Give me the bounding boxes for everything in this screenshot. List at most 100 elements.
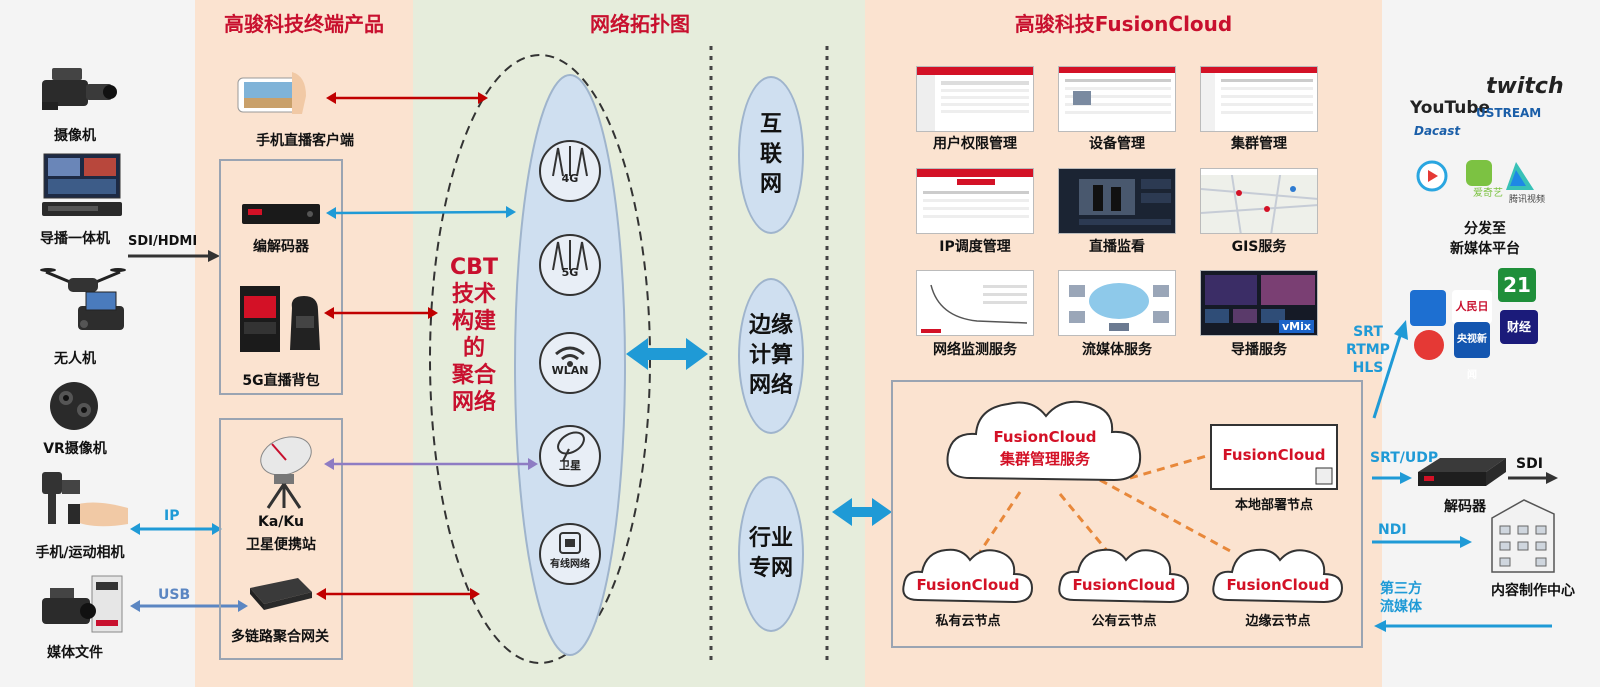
gateway-icon <box>250 578 312 610</box>
network-title: 网络拓扑图 <box>590 12 690 36</box>
backpack-icon <box>240 286 320 352</box>
network-edge-line-2: 计算 <box>748 343 793 368</box>
ip-label: IP <box>164 508 180 524</box>
source-label-switcher: 导播一体机 <box>40 231 110 247</box>
network-industry-line-2: 专网 <box>748 556 793 581</box>
usb-label: USB <box>158 587 191 603</box>
service-label-streaming: 流媒体服务 <box>1082 342 1152 358</box>
terminal-group-box-1 <box>219 159 343 395</box>
logo-ustream: USTREAM <box>1476 106 1542 120</box>
cbt-line-1: CBT <box>450 255 498 280</box>
network-internet-line-3: 网 <box>759 172 782 197</box>
cbt-line-6: 网络 <box>451 390 496 415</box>
sdi-hdmi-label: SDI/HDMI <box>128 234 198 249</box>
distribute-label-2: 新媒体平台 <box>1450 241 1520 257</box>
protocol-label-hls: HLS <box>1352 360 1384 376</box>
decoder-device-icon <box>1418 458 1506 486</box>
cloud-local-name: FusionCloud <box>1222 446 1326 464</box>
cloud-node-edge-name: FusionCloud <box>1226 576 1330 594</box>
service-label-gis: GIS服务 <box>1231 239 1287 255</box>
satellite-station-icon <box>260 436 312 509</box>
distribute-label-1: 分发至 <box>1464 221 1506 237</box>
vr-camera-icon <box>50 382 98 430</box>
logo-youtube: YouTube <box>1410 98 1490 118</box>
cloud-node-public-name: FusionCloud <box>1072 576 1176 594</box>
service-label-live-monitoring: 直播监看 <box>1089 239 1145 255</box>
thumb-director-service: vMix <box>1200 270 1318 336</box>
cloud-main-subtitle: 集群管理服务 <box>999 450 1090 468</box>
logo-dacast: Dacast <box>1414 124 1461 138</box>
news-app-finance: 财经 <box>1500 310 1538 344</box>
ndi-label: NDI <box>1378 522 1407 538</box>
service-label-device-management: 设备管理 <box>1089 136 1145 152</box>
thumb-gis-service <box>1200 168 1318 234</box>
service-label-cluster-management: 集群管理 <box>1231 136 1287 152</box>
logo-twitch: twitch <box>1486 74 1564 99</box>
action-camera-icon <box>42 472 128 527</box>
net-satellite-icon: 卫星 <box>539 425 601 487</box>
source-label-media-file: 媒体文件 <box>47 645 103 661</box>
cloud-node-public-label: 公有云节点 <box>1091 614 1157 629</box>
net-wired-label: 有线网络 <box>550 559 590 570</box>
source-label-drone: 无人机 <box>54 351 96 367</box>
net-4g-label: 4G <box>561 172 579 185</box>
net-satellite-label: 卫星 <box>559 459 581 472</box>
news-app-21: 21 <box>1498 268 1536 302</box>
mobile-phone-icon <box>237 72 306 114</box>
cloud-deployment-box <box>891 380 1363 648</box>
source-label-vr-camera: VR摄像机 <box>43 441 107 457</box>
switcher-icon <box>42 153 122 216</box>
terminal-group-box-2 <box>219 418 343 660</box>
thumb-ip-dispatch <box>916 168 1034 234</box>
service-label-user-permission: 用户权限管理 <box>933 136 1017 152</box>
cloud-node-private-name: FusionCloud <box>916 576 1020 594</box>
gateway-label: 多链路聚合网关 <box>231 629 329 645</box>
thumb-live-monitoring <box>1058 168 1176 234</box>
codec-label: 编解码器 <box>253 239 309 255</box>
net-4g-icon: 4G <box>539 140 601 202</box>
service-label-director: 导播服务 <box>1231 342 1287 358</box>
cbt-line-4: 的 <box>462 336 485 361</box>
media-file-icon <box>42 575 123 633</box>
cbt-line-3: 构建 <box>451 309 496 334</box>
source-label-camera: 摄像机 <box>54 128 96 144</box>
cbt-line-5: 聚合 <box>451 363 496 388</box>
satellite-label-2: 卫星便携站 <box>246 537 316 553</box>
service-label-network-monitoring: 网络监测服务 <box>933 342 1017 358</box>
cloud-node-edge-label: 边缘云节点 <box>1245 614 1311 629</box>
network-edge-line-1: 边缘 <box>748 313 793 338</box>
cloud-main-name: FusionCloud <box>993 428 1097 446</box>
content-center-building-icon <box>1491 499 1555 573</box>
thumb-streaming-service <box>1058 270 1176 336</box>
decoder-label: 解码器 <box>1444 499 1486 515</box>
vmix-badge: vMix <box>1279 320 1314 333</box>
net-wlan-label: WLAN <box>551 364 589 377</box>
sdi-out-label: SDI <box>1516 456 1543 472</box>
network-industry-private: 行业 专网 <box>738 476 804 632</box>
third-party-label-2: 流媒体 <box>1380 599 1422 615</box>
news-app-swirl <box>1414 330 1444 360</box>
service-label-ip-dispatch: IP调度管理 <box>939 239 1011 255</box>
network-internet-line-2: 联 <box>759 142 782 167</box>
cbt-text: CBT 技术 构建 的 聚合 网络 <box>444 254 504 416</box>
cloud-local-label: 本地部署节点 <box>1234 498 1313 513</box>
dotted-separator-2 <box>825 46 829 666</box>
protocol-label-srt: SRT <box>1353 324 1383 340</box>
mobile-client-label: 手机直播客户端 <box>256 133 354 149</box>
net-wlan-icon: WLAN <box>539 332 601 394</box>
terminal-title: 高骏科技终端产品 <box>224 12 384 36</box>
logo-iqiyi: 爱奇艺 <box>1473 188 1503 199</box>
content-center-label: 内容制作中心 <box>1491 583 1575 599</box>
satellite-label-1: Ka/Ku <box>258 514 304 530</box>
srt-udp-label: SRT/UDP <box>1370 450 1439 466</box>
drone-icon <box>40 268 126 330</box>
cloud-title: 高骏科技FusionCloud <box>1014 12 1233 36</box>
protocol-label-rtmp: RTMP <box>1346 342 1390 358</box>
backpack-label: 5G直播背包 <box>242 373 320 389</box>
network-internet: 互 联 网 <box>738 76 804 234</box>
net-wired-icon: 有线网络 <box>539 523 601 585</box>
dotted-separator-1 <box>709 46 713 666</box>
